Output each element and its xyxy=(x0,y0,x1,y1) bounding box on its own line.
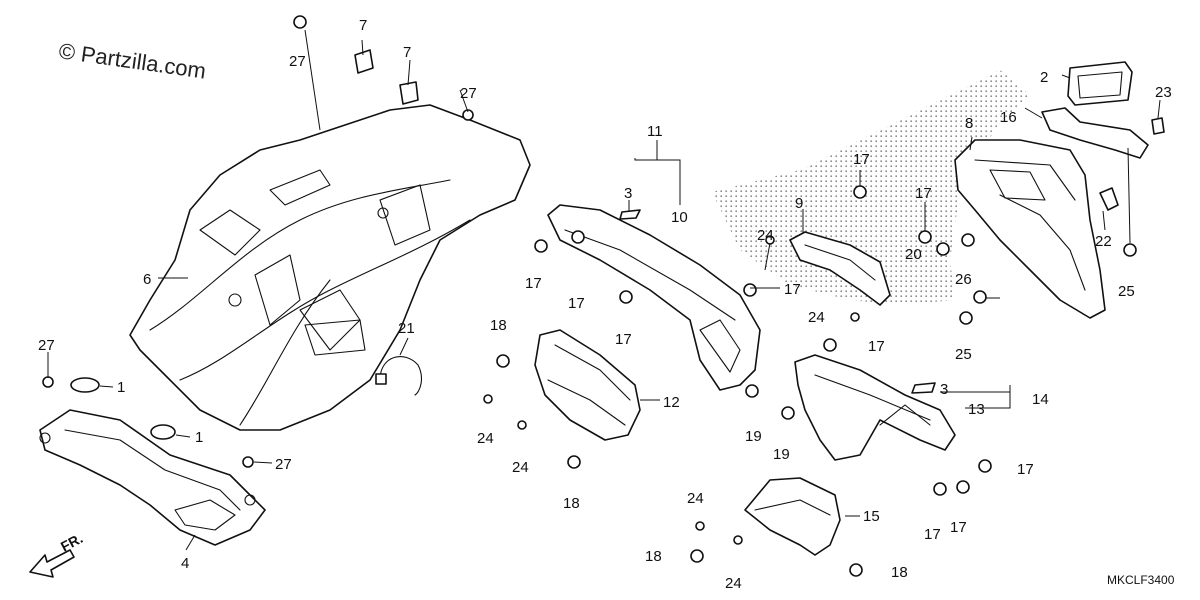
callout-17: 17 xyxy=(1017,461,1034,478)
diagram-code: MKCLF3400 xyxy=(1107,573,1175,587)
callout-13: 13 xyxy=(968,401,985,418)
callout-22: 22 xyxy=(1095,233,1112,250)
clip-7a xyxy=(354,49,374,74)
lower-cover-12 xyxy=(534,329,641,441)
band-21 xyxy=(379,356,422,396)
callout-24: 24 xyxy=(808,309,825,326)
fasteners xyxy=(42,15,1137,577)
front-marker-label: FR. xyxy=(58,530,85,555)
cap-22 xyxy=(1099,187,1119,211)
callout-12: 12 xyxy=(663,394,680,411)
callout-3: 3 xyxy=(940,381,948,398)
callout-4: 4 xyxy=(181,555,189,572)
callout-11: 11 xyxy=(647,123,663,140)
side-cover-13 xyxy=(794,354,956,461)
clip-7b xyxy=(399,81,419,105)
emblem-3b xyxy=(911,382,936,394)
callout-15: 15 xyxy=(863,508,880,525)
leader-lines xyxy=(47,29,1161,551)
callout-17: 17 xyxy=(868,338,885,355)
dotted-background-region xyxy=(712,70,1030,305)
callout-19: 19 xyxy=(773,446,790,463)
reflector-2 xyxy=(1067,61,1133,106)
band-21-clip xyxy=(375,373,387,385)
callout-9: 9 xyxy=(795,195,803,212)
callout-20: 20 xyxy=(905,246,922,263)
front-direction-marker: FR. xyxy=(29,530,85,578)
callout-17: 17 xyxy=(615,331,632,348)
under-tray xyxy=(39,409,266,546)
callout-26: 26 xyxy=(955,271,972,288)
emblem-3a xyxy=(619,209,641,220)
callout-27: 27 xyxy=(460,85,477,102)
callout-21: 21 xyxy=(398,320,415,337)
callout-24: 24 xyxy=(725,575,742,592)
bracket-9 xyxy=(789,231,891,306)
callout-24: 24 xyxy=(477,430,494,447)
reflector-bracket-16 xyxy=(1041,107,1149,159)
callout-labels: 27 7 7 27 6 27 1 1 27 4 21 11 3 10 17 17… xyxy=(38,17,1172,592)
callout-24: 24 xyxy=(512,459,529,476)
callout-14: 14 xyxy=(1032,391,1049,408)
callout-24: 24 xyxy=(687,490,704,507)
callout-17: 17 xyxy=(784,281,801,298)
callout-17: 17 xyxy=(915,185,932,202)
callout-27: 27 xyxy=(275,456,292,473)
callout-18: 18 xyxy=(490,317,507,334)
side-cover-10 xyxy=(547,204,761,391)
rubber-cushion-1b xyxy=(150,424,176,440)
rear-inner-fender xyxy=(129,104,531,431)
callout-2: 2 xyxy=(1040,69,1048,86)
rubber-cushion-1a xyxy=(70,377,100,393)
screw-23 xyxy=(1151,117,1165,135)
callout-25: 25 xyxy=(1118,283,1135,300)
callout-18: 18 xyxy=(645,548,662,565)
callout-18: 18 xyxy=(563,495,580,512)
callout-19: 19 xyxy=(745,428,762,445)
callout-18: 18 xyxy=(891,564,908,581)
callout-25: 25 xyxy=(955,346,972,363)
callout-7: 7 xyxy=(403,44,411,61)
callout-17: 17 xyxy=(950,519,967,536)
callout-1: 1 xyxy=(117,379,125,396)
callout-17: 17 xyxy=(924,526,941,543)
tail-housing-8 xyxy=(954,139,1106,319)
callout-17: 17 xyxy=(853,151,870,168)
lower-bracket-15 xyxy=(744,477,841,556)
callout-27: 27 xyxy=(289,53,306,70)
callout-17: 17 xyxy=(568,295,585,312)
callout-17: 17 xyxy=(525,275,542,292)
callout-16: 16 xyxy=(1000,109,1017,126)
watermark-text: © Partzilla.com xyxy=(57,38,207,83)
callout-27: 27 xyxy=(38,337,55,354)
callout-6: 6 xyxy=(143,271,151,288)
callout-10: 10 xyxy=(671,209,688,226)
callout-8: 8 xyxy=(965,115,973,132)
callout-24: 24 xyxy=(757,227,774,244)
callout-7: 7 xyxy=(359,17,367,34)
callout-1: 1 xyxy=(195,429,203,446)
callout-23: 23 xyxy=(1155,84,1172,101)
callout-3: 3 xyxy=(624,185,632,202)
